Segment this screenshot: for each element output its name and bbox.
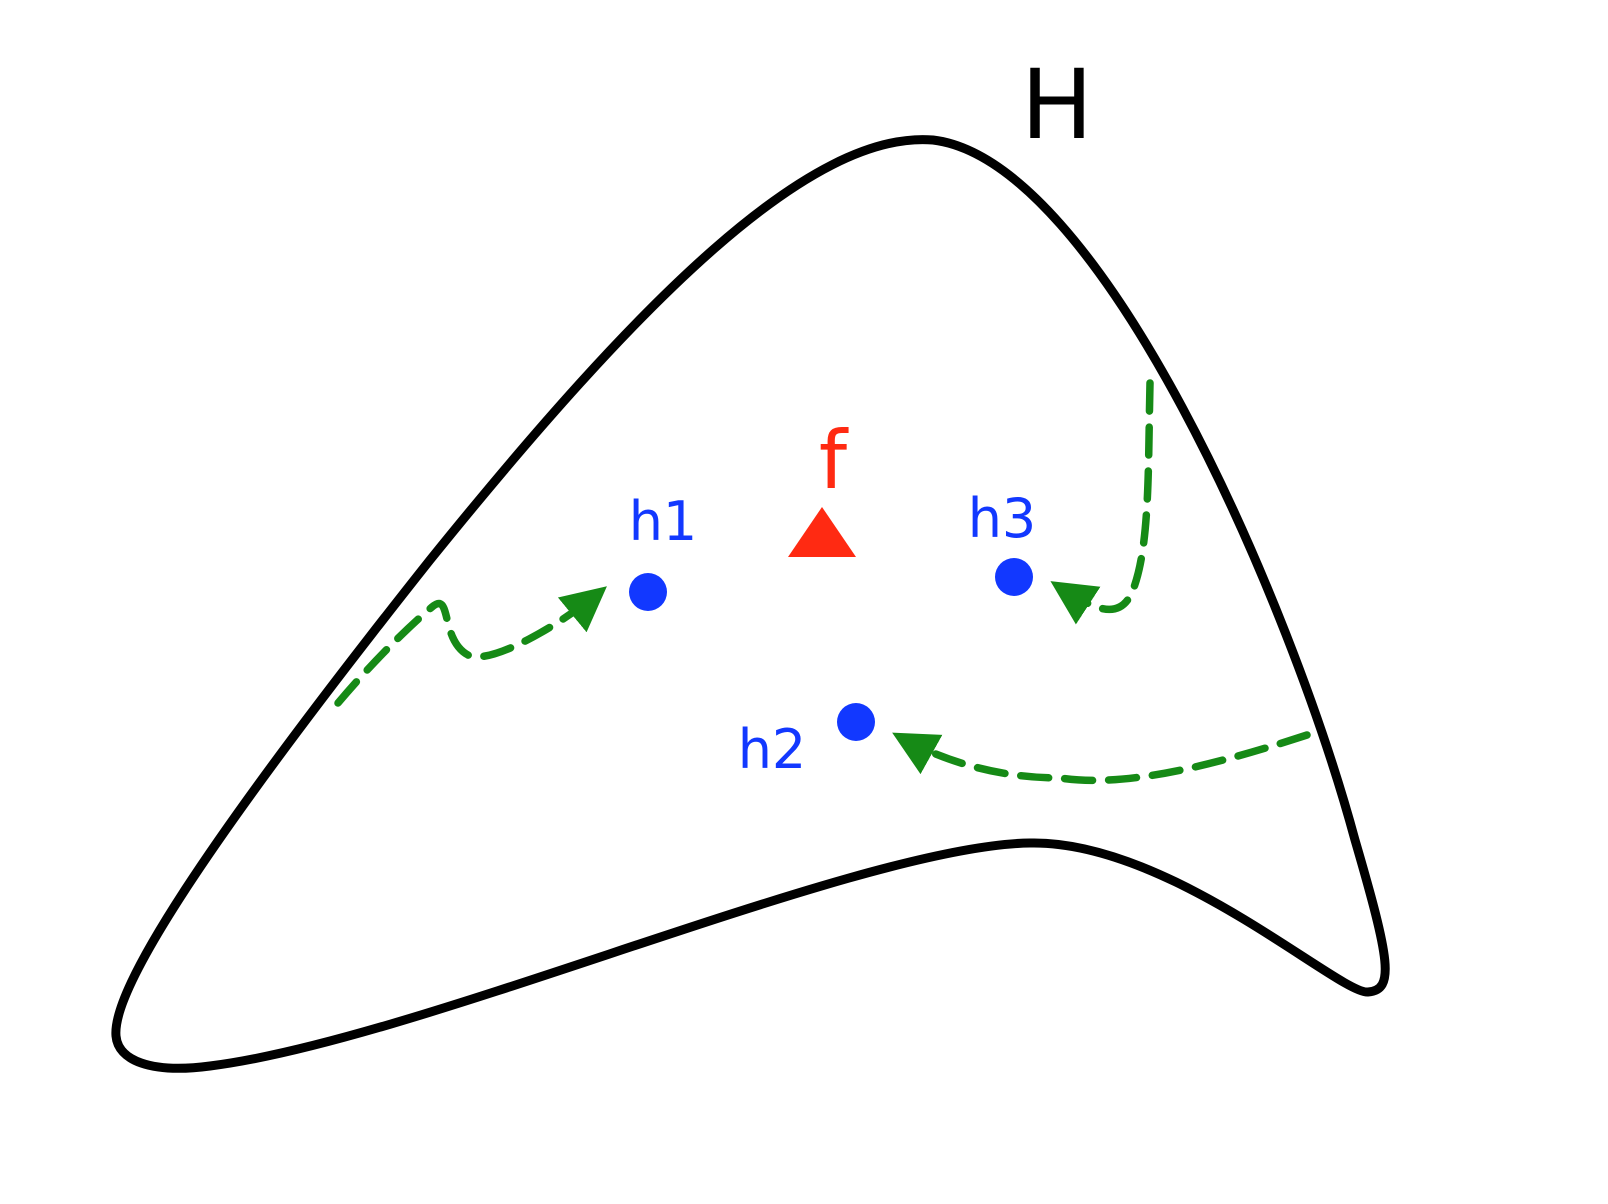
- region-label: H: [1021, 49, 1093, 161]
- target-triangle-icon: [788, 507, 856, 557]
- point-h3-label: h3: [968, 487, 1037, 550]
- point-h1-label: h1: [629, 490, 698, 553]
- target-label: f: [819, 414, 849, 507]
- path-to-h2-arrow-icon: [892, 731, 1311, 785]
- path-to-h1-arrow-icon: [334, 586, 607, 707]
- point-h1-icon: [629, 573, 667, 611]
- point-h2-label: h2: [738, 718, 807, 781]
- point-h3-icon: [995, 558, 1033, 596]
- region-outline: [111, 135, 1390, 1073]
- point-h2-icon: [837, 703, 875, 741]
- path-to-h3-arrow-icon: [1050, 379, 1154, 625]
